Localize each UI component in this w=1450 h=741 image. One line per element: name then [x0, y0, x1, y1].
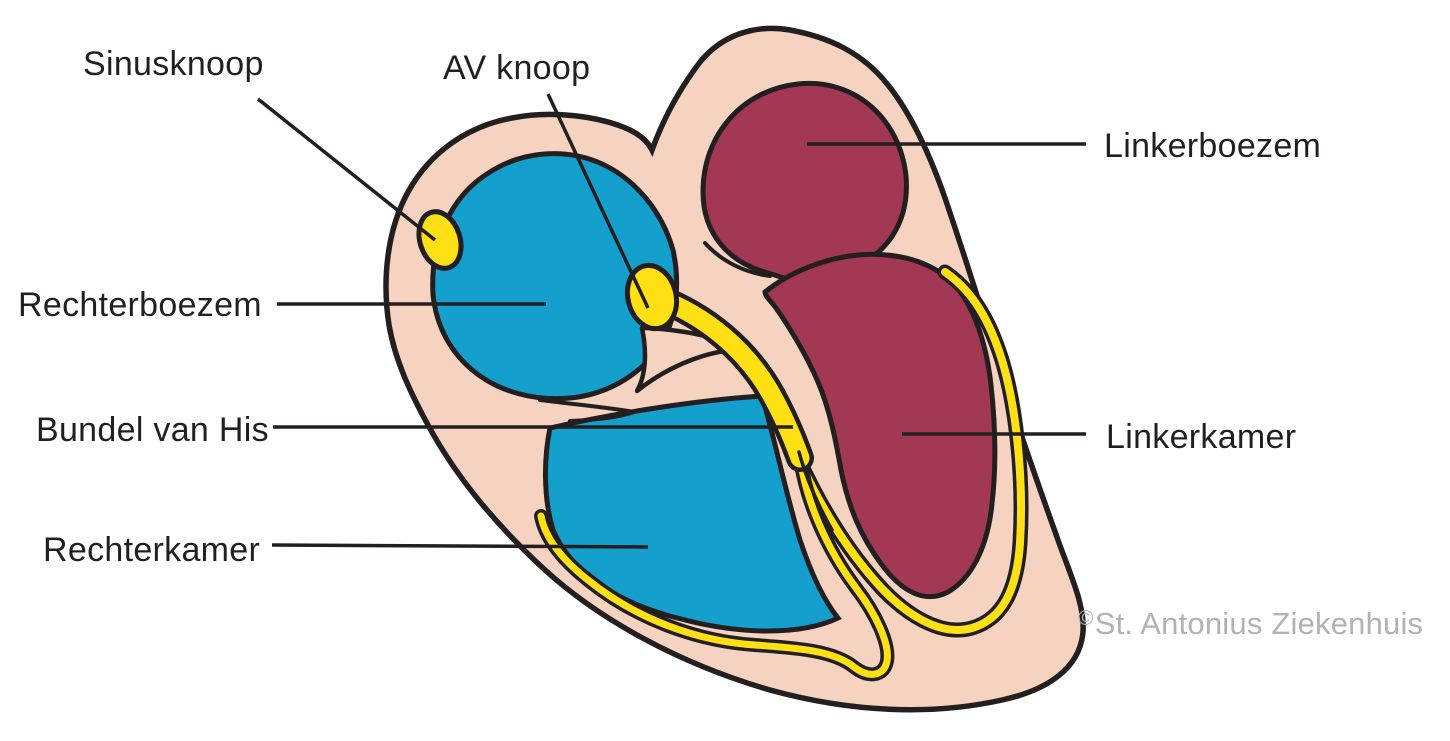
- label-rechterboezem: Rechterboezem: [18, 286, 262, 324]
- leader-av-knoop: [546, 93, 650, 309]
- label-av-knoop: AV knoop: [443, 49, 591, 87]
- copyright-text: ©St. Antonius Ziekenhuis: [1078, 606, 1423, 642]
- label-linkerboezem: Linkerboezem: [1104, 127, 1322, 165]
- right-bundle-branch: [537, 454, 891, 678]
- label-sinusknoop: Sinusknoop: [83, 45, 264, 83]
- bundle-of-his: [648, 288, 810, 468]
- copyright-owner: St. Antonius Ziekenhuis: [1094, 606, 1424, 641]
- left-bundle-branch: [796, 268, 1025, 634]
- tricuspid-valve-curl: [538, 398, 642, 423]
- copyright-symbol: ©: [1078, 607, 1094, 630]
- leader-rechterkamer: [271, 543, 649, 549]
- label-rechterkamer: Rechterkamer: [43, 531, 261, 569]
- label-bundel-van-his: Bundel van His: [36, 411, 269, 449]
- sinus-node: [416, 209, 464, 271]
- left-ventricle-shape: [762, 251, 998, 600]
- leader-sinusknoop: [256, 97, 437, 242]
- bundle-branch-divider: [797, 450, 834, 532]
- mitral-valve-curl: [703, 241, 772, 278]
- av-node: [624, 262, 680, 332]
- left-atrium-shape: [700, 80, 909, 282]
- label-linkerkamer: Linkerkamer: [1106, 418, 1297, 456]
